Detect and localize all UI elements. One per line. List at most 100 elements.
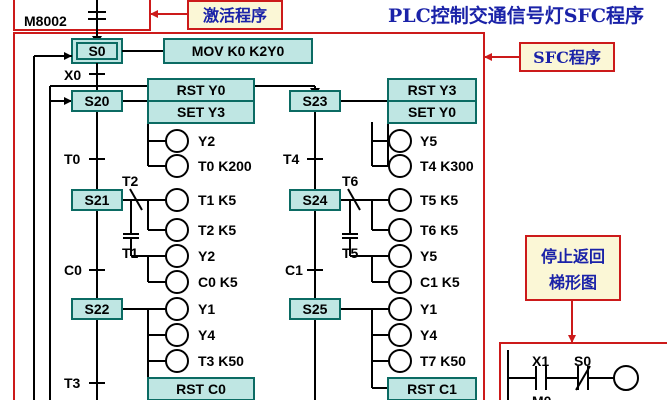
- coil-icon: [165, 270, 189, 294]
- coil-icon: [388, 188, 412, 212]
- action-mov-label: MOV K0 K2Y0: [192, 43, 285, 59]
- callout-activate: 激活程序: [187, 0, 283, 30]
- action-s25-rst: RST C1: [387, 377, 477, 400]
- coil-label: T3 K50: [198, 353, 244, 369]
- action-s22-rst-label: RST C0: [176, 381, 226, 397]
- coil-label: Y2: [198, 248, 215, 264]
- coil-label: T7 K50: [420, 353, 466, 369]
- step-s20-label: S20: [85, 93, 110, 109]
- callout-stop-return: 停止返回 梯形图: [525, 235, 621, 301]
- stop-ladder-frame: [499, 342, 667, 400]
- coil-icon: [165, 129, 189, 153]
- return-arrow-s20: [64, 97, 72, 105]
- action-s22-rst: RST C0: [147, 377, 255, 400]
- contact-t2-label: T2: [122, 173, 139, 189]
- diagram-title: PLC控制交通信号灯SFC程序: [388, 4, 644, 27]
- step-s24-label: S24: [303, 192, 328, 208]
- coil-label: C1 K5: [420, 274, 460, 290]
- coil-icon: [165, 349, 189, 373]
- contact-t5-label: T5: [342, 245, 359, 261]
- transition-c1-label: C1: [285, 262, 303, 278]
- action-mov: MOV K0 K2Y0: [163, 38, 313, 64]
- transition-c0-label: C0: [64, 262, 82, 278]
- contact-t1-label: T1: [122, 245, 139, 261]
- coil-label: T6 K5: [420, 222, 458, 238]
- coil-icon: [613, 365, 639, 391]
- init-contact-label: M8002: [24, 13, 67, 29]
- callout-sfc: SFC程序: [519, 42, 615, 72]
- stop-contact-s0-label: S0: [574, 353, 591, 369]
- callout-activate-text: 激活程序: [203, 6, 267, 25]
- transition-t3-label: T3: [64, 375, 81, 391]
- branch-left: S20 S21 S22 RST Y0 SET Y3 RST C0: [64, 78, 255, 400]
- branch-right: S23 S24 S25 RST Y3 SET Y0 RST C1: [283, 78, 477, 400]
- coil-icon: [388, 297, 412, 321]
- coil-label: C0 K5: [198, 274, 238, 290]
- coil-icon: [165, 188, 189, 212]
- step-s21: S21: [71, 189, 123, 211]
- coil-icon: [388, 218, 412, 242]
- sfc-frame: [13, 32, 485, 400]
- coil-icon: [388, 244, 412, 268]
- step-s23-label: S23: [303, 93, 328, 109]
- return-lines-left: [33, 55, 72, 400]
- coil-label: T5 K5: [420, 192, 458, 208]
- stop-contact-m0-label: M0: [532, 393, 552, 400]
- contact-t6-label: T6: [342, 173, 359, 189]
- coil-label: T0 K200: [198, 158, 252, 174]
- stop-arrowhead: [568, 335, 576, 343]
- step-s0: S0: [71, 38, 123, 64]
- coil-label: T1 K5: [198, 192, 236, 208]
- coil-label: Y2: [198, 133, 215, 149]
- coil-icon: [165, 218, 189, 242]
- step-s23: S23: [289, 90, 341, 112]
- action-s23-set: SET Y0: [387, 100, 477, 124]
- transition-t0-label: T0: [64, 151, 81, 167]
- transition-t4-label: T4: [283, 151, 300, 167]
- transition-x0-label: X0: [64, 67, 81, 83]
- coil-label: Y4: [420, 327, 437, 343]
- coil-label: Y5: [420, 248, 437, 264]
- step-s22: S22: [71, 298, 123, 320]
- coil-icon: [165, 323, 189, 347]
- coil-icon: [388, 270, 412, 294]
- coil-icon: [388, 154, 412, 178]
- coil-icon: [388, 129, 412, 153]
- step-s25-label: S25: [303, 301, 328, 317]
- action-s20-set: SET Y3: [147, 100, 255, 124]
- coil-label: T4 K300: [420, 158, 474, 174]
- coil-label: Y4: [198, 327, 215, 343]
- step-s25: S25: [289, 298, 341, 320]
- callout-stop-line2: 梯形图: [549, 273, 597, 292]
- step-s21-label: S21: [85, 192, 110, 208]
- action-s23-rst: RST Y3: [387, 78, 477, 102]
- coil-label: T2 K5: [198, 222, 236, 238]
- action-s23-set-label: SET Y0: [408, 104, 456, 120]
- sfc-arrowhead: [484, 53, 492, 61]
- coil-label: Y5: [420, 133, 437, 149]
- coil-icon: [165, 154, 189, 178]
- stop-contact-x1-label: X1: [532, 353, 549, 369]
- step-s24: S24: [289, 189, 341, 211]
- step-s22-label: S22: [85, 301, 110, 317]
- action-s25-rst-label: RST C1: [407, 381, 457, 397]
- coil-icon: [165, 297, 189, 321]
- coil-icon: [165, 244, 189, 268]
- step-s20: S20: [71, 90, 123, 112]
- activate-arrowhead: [150, 10, 158, 18]
- step-s0-label: S0: [88, 43, 105, 59]
- coil-label: Y1: [198, 301, 215, 317]
- callout-stop-line1: 停止返回: [541, 247, 605, 266]
- coil-label: Y1: [420, 301, 437, 317]
- action-s20-rst: RST Y0: [147, 78, 255, 102]
- return-arrow-s0: [64, 52, 72, 60]
- action-s20-set-label: SET Y3: [177, 104, 225, 120]
- callout-sfc-text: SFC程序: [533, 48, 601, 67]
- action-s20-rst-label: RST Y0: [177, 82, 226, 98]
- stop-ladder: X1 S0 M0: [507, 350, 639, 400]
- action-s23-rst-label: RST Y3: [408, 82, 457, 98]
- coil-icon: [388, 323, 412, 347]
- coil-icon: [388, 349, 412, 373]
